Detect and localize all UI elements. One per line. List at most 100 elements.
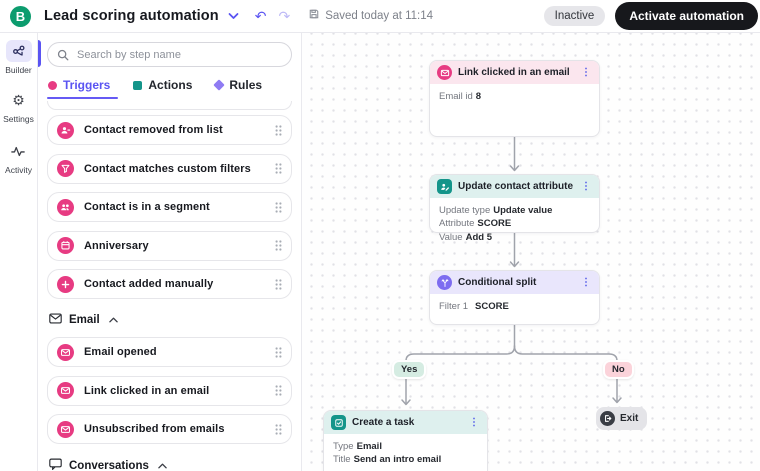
envelope-icon	[57, 382, 74, 399]
step-card-added-manually[interactable]: Contact added manually	[47, 269, 292, 299]
people-icon	[57, 198, 74, 216]
drag-handle-icon[interactable]	[275, 385, 282, 396]
search-icon	[57, 48, 69, 66]
activity-pulse-icon	[5, 140, 31, 162]
brevo-logo[interactable]: B	[10, 5, 31, 27]
saved-status: Saved today at 11:14	[325, 10, 434, 22]
partially-scrolled-card[interactable]	[47, 101, 292, 110]
active-tab-underline	[47, 96, 118, 99]
chevron-up-icon	[158, 463, 167, 469]
redo-icon[interactable]: ↷	[278, 8, 291, 24]
nav-rail: Builder ⚙ Settings Activity	[0, 33, 38, 471]
person-minus-icon	[57, 121, 74, 139]
drag-handle-icon[interactable]	[275, 423, 282, 435]
activate-automation-button[interactable]: Activate automation	[615, 2, 758, 30]
rail-label: Activity	[5, 165, 32, 175]
kebab-menu-icon[interactable]: ⋮	[581, 66, 591, 78]
tab-label: Rules	[229, 78, 263, 92]
node-title: Update contact attribute	[458, 181, 574, 192]
step-card-label: Unsubscribed from emails	[84, 423, 225, 435]
step-card-in-segment[interactable]: Contact is in a segment	[47, 192, 292, 222]
person-edit-icon	[437, 179, 452, 194]
step-card-label: Contact added manually	[84, 278, 214, 290]
calendar-icon	[57, 237, 74, 254]
drag-handle-icon[interactable]	[275, 278, 282, 290]
gear-icon: ⚙	[12, 92, 25, 108]
step-card-unsubscribed[interactable]: Unsubscribed from emails	[47, 414, 292, 444]
section-email[interactable]: Email	[49, 313, 290, 327]
step-card-label: Email opened	[84, 346, 157, 358]
step-list: Contact removed from list Contact matche…	[38, 99, 301, 471]
node-exit[interactable]: Exit	[596, 407, 647, 430]
actions-dot-icon	[133, 80, 143, 90]
node-title: Link clicked in an email	[458, 67, 570, 78]
status-badge: Inactive	[543, 6, 606, 26]
exit-label: Exit	[620, 413, 639, 424]
builder-flow-icon	[5, 40, 32, 62]
steps-panel: Triggers Actions Rules Contact removed f…	[38, 33, 302, 471]
step-card-label: Contact matches custom filters	[84, 162, 251, 175]
tab-triggers[interactable]: Triggers	[48, 78, 110, 92]
tab-actions[interactable]: Actions	[133, 78, 192, 92]
exit-icon	[600, 411, 615, 426]
drag-handle-icon[interactable]	[275, 240, 282, 251]
section-label: Email	[69, 314, 100, 326]
envelope-icon	[437, 65, 452, 80]
envelope-icon	[57, 343, 74, 361]
undo-icon[interactable]: ↶	[254, 8, 267, 24]
section-conversations[interactable]: Conversations	[49, 458, 290, 471]
node-title: Conditional split	[458, 277, 537, 288]
active-nav-indicator	[38, 40, 41, 67]
top-bar: B Lead scoring automation ↶ ↷ Saved toda…	[0, 0, 760, 33]
kebab-menu-icon[interactable]: ⋮	[581, 180, 591, 192]
step-card-contact-removed[interactable]: Contact removed from list	[47, 115, 292, 145]
tab-rules[interactable]: Rules	[213, 78, 263, 92]
step-card-custom-filters[interactable]: Contact matches custom filters	[47, 153, 292, 184]
branch-label-no: No	[603, 360, 634, 379]
chevron-down-icon[interactable]	[228, 12, 239, 20]
envelope-icon	[57, 420, 74, 438]
tab-label: Triggers	[63, 78, 111, 92]
step-card-label: Anniversary	[84, 239, 149, 252]
node-title: Create a task	[352, 417, 415, 428]
step-card-email-opened[interactable]: Email opened	[47, 337, 292, 367]
kebab-menu-icon[interactable]: ⋮	[581, 276, 591, 288]
split-icon	[437, 275, 452, 290]
step-type-tabs: Triggers Actions Rules	[38, 67, 301, 99]
step-card-label: Link clicked in an email	[84, 384, 210, 397]
rail-item-activity[interactable]: Activity	[5, 140, 32, 175]
triggers-dot-icon	[48, 80, 57, 90]
rail-item-settings[interactable]: ⚙ Settings	[3, 89, 34, 124]
filter-icon	[57, 160, 74, 177]
drag-handle-icon[interactable]	[275, 163, 282, 174]
search-input[interactable]	[47, 42, 292, 67]
rules-dot-icon	[213, 79, 226, 91]
branch-label-yes: Yes	[392, 360, 427, 379]
kebab-menu-icon[interactable]: ⋮	[469, 416, 479, 428]
rail-label: Builder	[5, 65, 32, 75]
step-card-anniversary[interactable]: Anniversary	[47, 230, 292, 261]
drag-handle-icon[interactable]	[275, 201, 282, 213]
plus-icon	[57, 275, 74, 293]
drag-handle-icon[interactable]	[275, 124, 282, 136]
automation-title: Lead scoring automation	[44, 8, 219, 24]
step-card-link-clicked[interactable]: Link clicked in an email	[47, 375, 292, 406]
save-icon	[308, 7, 320, 25]
drag-handle-icon[interactable]	[275, 346, 282, 358]
chat-icon	[49, 458, 62, 471]
envelope-outline-icon	[49, 313, 62, 327]
rail-item-builder[interactable]: Builder	[5, 40, 32, 75]
step-card-label: Contact removed from list	[84, 124, 223, 136]
